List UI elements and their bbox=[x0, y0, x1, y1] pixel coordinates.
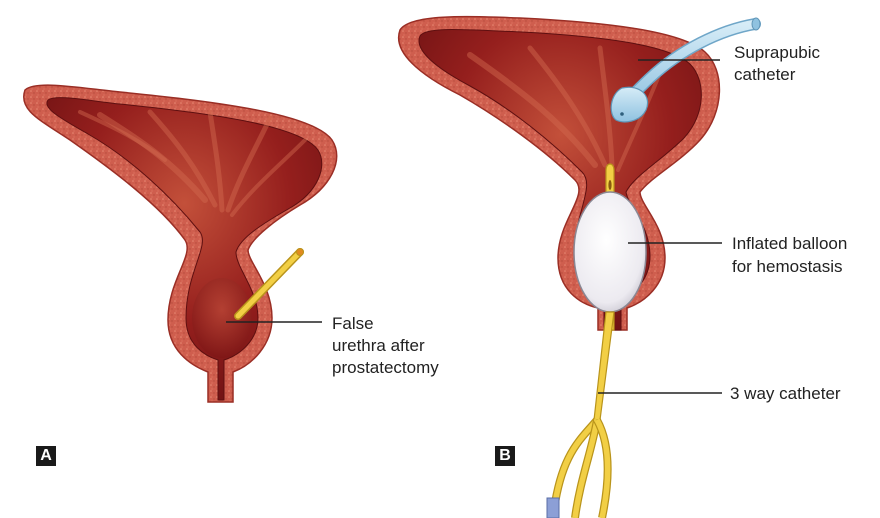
panel-b-marker: B bbox=[495, 446, 515, 466]
balloon-label: Inflated balloon for hemostasis bbox=[732, 234, 852, 276]
inflated-balloon bbox=[574, 192, 646, 312]
panel-a-marker: A bbox=[36, 446, 56, 466]
suprapubic-label: Suprapubic catheter bbox=[734, 43, 825, 84]
panel-a-bladder bbox=[24, 85, 337, 402]
false-urethra-pouch bbox=[192, 278, 252, 358]
port-cap-icon bbox=[547, 498, 559, 518]
panel-a-label: False urethra after prostatectomy bbox=[332, 314, 439, 377]
catheter-label: 3 way catheter bbox=[730, 384, 841, 403]
three-way-catheter bbox=[547, 164, 646, 518]
